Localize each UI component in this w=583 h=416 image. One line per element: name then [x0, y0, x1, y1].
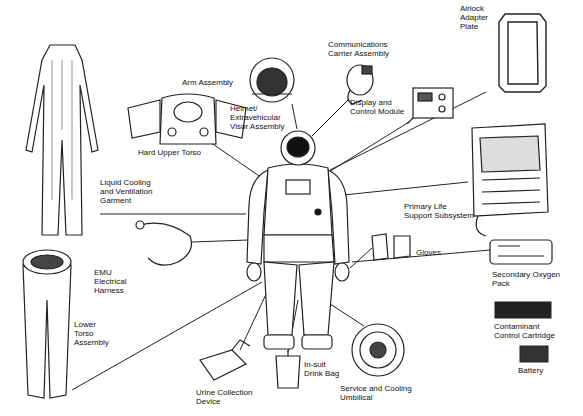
part-label: Liquid Cooling and Ventilation Garment [100, 178, 158, 205]
leader-lines-part [210, 142, 262, 178]
harness-figure [136, 221, 192, 265]
part-label: Service and Cooling Umbilical [340, 384, 412, 402]
leader-lines-part [292, 104, 297, 129]
umbilical-figure-part [370, 342, 386, 358]
plss-figure [472, 124, 548, 236]
astronaut-figure-part [264, 262, 297, 335]
umbilical-figure [352, 324, 404, 376]
lower-torso-figure [23, 250, 71, 398]
part-label: Gloves [416, 248, 452, 257]
dcm-figure-part [418, 93, 432, 101]
umbilical-figure-part [360, 332, 396, 368]
part-label: Primary Life Support Subsystem [404, 202, 476, 220]
astronaut-figure-part [315, 209, 321, 215]
urine-device-figure-part [232, 340, 250, 350]
astronaut-figure-part [247, 263, 261, 281]
dcm-figure-part [439, 94, 445, 100]
lcvg-figure-part [26, 45, 98, 235]
drink-bag-figure-part [287, 350, 288, 356]
cartridge-figure [495, 302, 551, 318]
airlock-plate-figure [499, 14, 546, 92]
part-label: Airlock Adapter Plate [460, 4, 496, 31]
leader-lines-part [350, 248, 372, 268]
lower-torso-figure-part [31, 255, 63, 269]
sop-figure-part [498, 246, 544, 256]
leader-lines-part [192, 240, 248, 242]
drink-bag-figure-part [276, 356, 300, 388]
leader-lines-part [334, 182, 468, 196]
astronaut-figure-part [264, 335, 294, 349]
part-label: Contaminant Control Cartridge [494, 322, 560, 340]
hard-upper-torso-figure-part [174, 102, 202, 122]
leader-lines [72, 92, 490, 390]
dcm-figure-part [439, 106, 445, 112]
part-label: Battery [518, 366, 558, 375]
hard-upper-torso-figure-part [200, 128, 208, 136]
hard-upper-torso-figure [128, 94, 246, 144]
part-label: Secondary Oxygen Pack [492, 270, 562, 288]
helmet-figure-part [257, 68, 287, 96]
hard-upper-torso-figure-part [128, 100, 160, 138]
harness-figure-part [136, 221, 144, 229]
umbilical-figure-part [352, 324, 404, 376]
part-label: EMU Electrical Harness [94, 268, 144, 295]
leader-lines-part [100, 214, 246, 215]
part-label: Lower Torso Assembly [74, 320, 114, 347]
drink-bag-figure [276, 350, 300, 388]
part-label: Helmet/ Extravehicular Visor Assembly [230, 104, 286, 131]
lcvg-figure-part [52, 60, 72, 200]
astronaut-figure-part [302, 335, 332, 349]
part-label: Arm Assembly [182, 78, 242, 87]
astronaut-figure-part [264, 235, 334, 262]
astronaut-figure-part [335, 263, 349, 281]
gloves-figure-part [394, 236, 410, 258]
hard-upper-torso-figure-part [168, 128, 176, 136]
dcm-figure [408, 88, 453, 123]
lower-torso-figure-part [23, 250, 71, 274]
sop-figure-part [490, 240, 552, 264]
harness-figure-part [140, 223, 192, 265]
plss-figure-part [472, 124, 548, 216]
hard-upper-torso-figure-part [160, 94, 216, 144]
urine-device-figure [200, 340, 250, 380]
lower-torso-figure-part [23, 265, 71, 398]
helmet-figure-part [252, 93, 292, 94]
dcm-figure-part [408, 118, 413, 123]
part-label: Display and Control Module [350, 98, 408, 116]
leader-lines-part [330, 92, 486, 170]
comm-cap-figure-part [362, 66, 372, 74]
battery-figure [520, 346, 548, 362]
part-label: In-suit Drink Bag [304, 360, 342, 378]
plss-figure-part [476, 216, 486, 236]
plss-figure-part [482, 178, 540, 204]
lcvg-figure [26, 45, 98, 235]
gloves-figure [372, 234, 410, 260]
part-label: Urine Collection Device [196, 388, 256, 406]
leader-lines-part [312, 100, 348, 136]
airlock-plate-figure-part [508, 22, 538, 84]
astronaut-figure-part [299, 262, 334, 335]
part-label: Communications Carrier Assembly [328, 40, 402, 58]
helmet-figure [250, 58, 294, 102]
leader-lines-part [72, 282, 262, 390]
astronaut-figure-part [286, 180, 310, 194]
part-label: Hard Upper Torso [138, 148, 210, 157]
comm-cap-figure-part [347, 65, 373, 95]
astronaut-figure [247, 131, 349, 349]
astronaut-figure-part [287, 137, 309, 157]
airlock-plate-figure-part [499, 14, 546, 92]
urine-device-figure-part [200, 350, 246, 380]
gloves-figure-part [372, 234, 388, 260]
plss-figure-part [480, 136, 540, 172]
astronaut-figure-part [264, 164, 332, 235]
astronaut-figure-part [281, 131, 315, 165]
helmet-figure-part [250, 58, 294, 102]
sop-figure [490, 240, 552, 264]
dcm-figure-part [413, 88, 453, 118]
